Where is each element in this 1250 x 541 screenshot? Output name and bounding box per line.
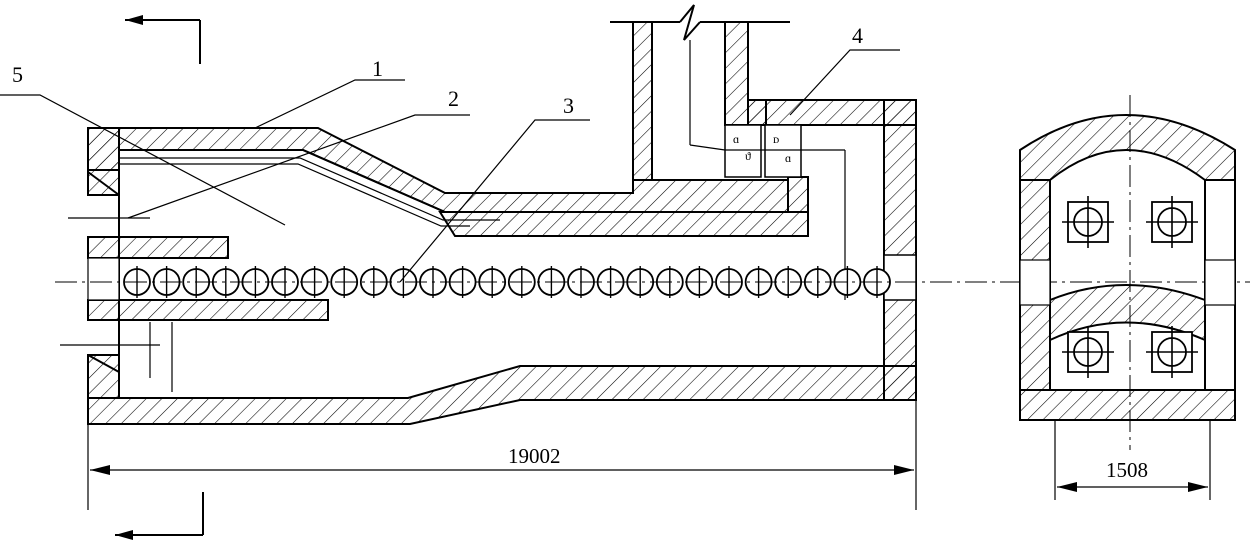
label-1: 1 [372, 56, 383, 81]
cross-section-view [1019, 95, 1236, 450]
label-3: 3 [563, 93, 574, 118]
svg-text:ᴅ: ᴅ [773, 132, 779, 146]
leader-lines [0, 49, 900, 346]
svg-text:ɑ: ɑ [785, 151, 791, 165]
section-arrow-bottom [115, 492, 204, 540]
label-4: 4 [852, 23, 863, 48]
length-value: 19002 [508, 444, 561, 468]
width-dimension: 1508 [1054, 420, 1211, 500]
damper-blocks: ɑ ϑ ᴅ ɑ [689, 124, 846, 300]
label-5: 5 [12, 62, 23, 87]
length-dimension: 19002 [87, 400, 917, 510]
svg-text:ϑ: ϑ [745, 149, 751, 163]
section-arrow-top [125, 15, 201, 64]
label-2: 2 [448, 86, 459, 111]
width-value: 1508 [1106, 458, 1148, 482]
svg-text:ɑ: ɑ [733, 132, 739, 146]
furnace-walls [87, 21, 917, 425]
chimney [610, 4, 790, 145]
cross-section-tubes [1062, 196, 1198, 378]
